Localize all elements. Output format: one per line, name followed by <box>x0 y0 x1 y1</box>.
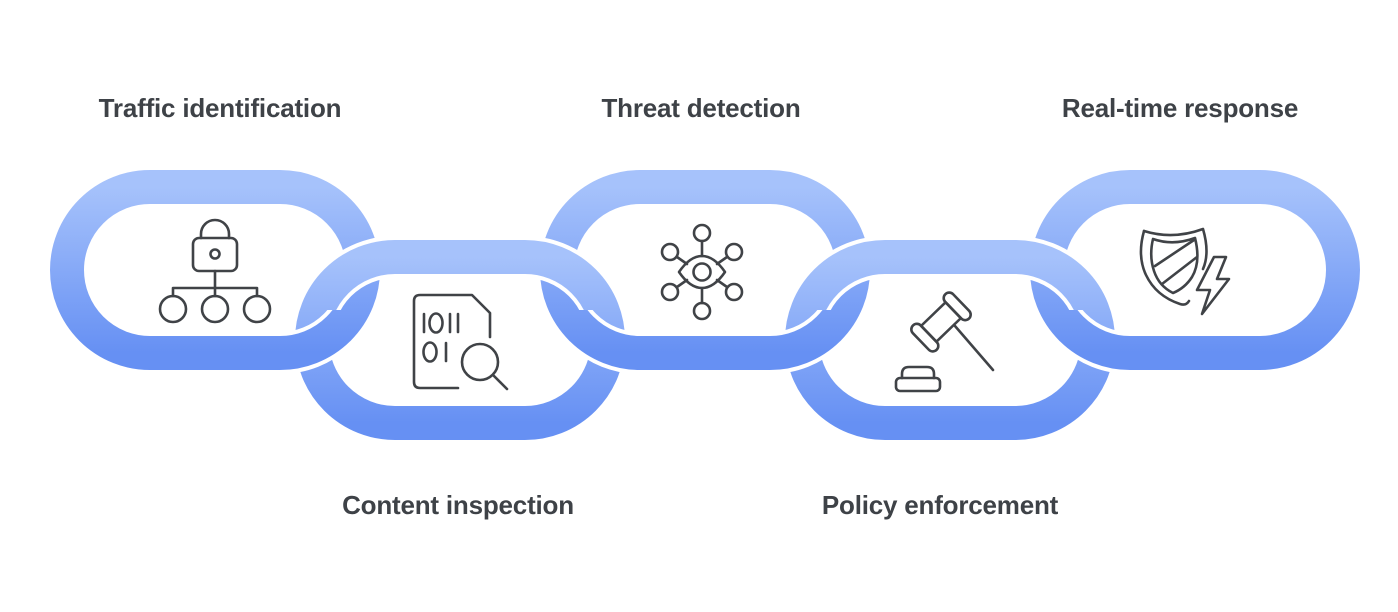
eye-network-icon <box>660 223 744 321</box>
link-label-traffic-identification: Traffic identification <box>98 93 342 123</box>
lock-hierarchy-icon <box>158 218 272 324</box>
link-label-threat-detection: Threat detection <box>601 93 801 123</box>
link-label-policy-enforcement: Policy enforcement <box>821 490 1059 520</box>
link-label-real-time-response: Real-time response <box>1061 93 1299 123</box>
link-label-content-inspection: Content inspection <box>342 490 574 520</box>
shield-bolt-icon <box>1139 227 1231 316</box>
gavel-icon <box>894 291 995 393</box>
document-search-icon <box>412 293 509 391</box>
